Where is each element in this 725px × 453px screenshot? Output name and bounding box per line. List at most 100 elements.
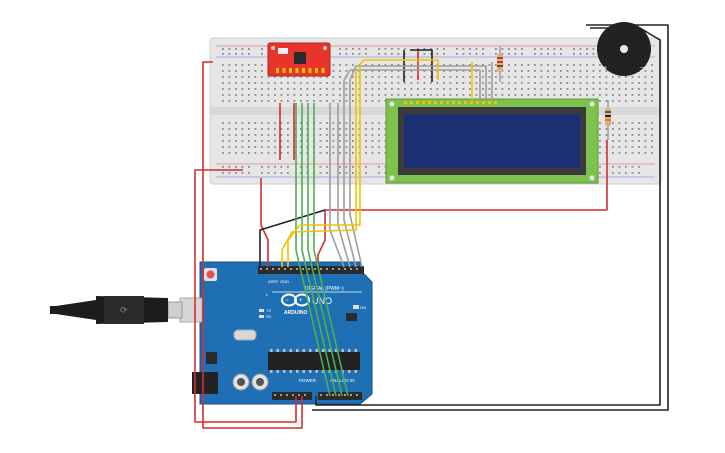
breadboard-hole <box>592 94 595 96</box>
breadboard-hole <box>508 94 510 96</box>
breadboard-hole <box>573 48 575 50</box>
breadboard-hole <box>391 64 393 66</box>
lcd-mount-hole-tl <box>389 101 395 107</box>
lcd-pin <box>494 101 497 104</box>
breadboard-hole <box>618 82 621 84</box>
breadboard-hole <box>514 64 517 66</box>
breadboard-hole <box>300 76 302 78</box>
breadboard-hole <box>384 76 387 78</box>
breadboard-hole <box>371 64 374 66</box>
breadboard-hole <box>410 76 413 78</box>
breadboard-hole <box>287 128 289 130</box>
model-label: UNO <box>312 296 332 306</box>
breadboard-hole <box>293 82 296 84</box>
breadboard-hole <box>352 94 354 96</box>
breadboard-hole <box>241 140 244 142</box>
breadboard-hole <box>644 88 647 90</box>
breadboard-hole <box>235 70 237 72</box>
breadboard-hole <box>228 94 231 96</box>
breadboard-hole <box>274 100 276 102</box>
breadboard-hole <box>436 88 439 90</box>
breadboard-hole <box>618 152 621 154</box>
breadboard-hole <box>345 166 348 168</box>
breadboard-hole <box>261 128 263 130</box>
breadboard-hole <box>228 100 231 102</box>
breadboard-hole <box>651 122 653 124</box>
breadboard-hole <box>391 94 393 96</box>
capacitor-1-top <box>237 378 245 386</box>
breadboard-hole <box>579 53 582 55</box>
breadboard-hole <box>248 166 250 168</box>
brand-label: ARDUINO <box>284 310 307 316</box>
header-pin <box>308 268 310 270</box>
breadboard-hole <box>540 64 543 66</box>
breadboard-hole <box>274 172 276 174</box>
breadboard-hole <box>267 128 270 130</box>
breadboard-hole <box>319 76 322 78</box>
breadboard-hole <box>384 94 387 96</box>
chip-pin <box>302 349 305 352</box>
breadboard-hole <box>345 140 348 142</box>
chip-pin <box>283 349 286 352</box>
breadboard-hole <box>651 64 653 66</box>
digital-header <box>258 266 364 274</box>
breadboard-hole <box>495 88 497 90</box>
breadboard-hole <box>586 70 588 72</box>
breadboard-hole <box>241 146 244 148</box>
breadboard-hole <box>319 146 322 148</box>
breadboard-hole <box>222 88 224 90</box>
wire-gray-5 <box>343 80 357 268</box>
breadboard-hole <box>456 76 458 78</box>
breadboard-hole <box>319 88 322 90</box>
breadboard-hole <box>410 82 413 84</box>
breadboard-hole <box>651 88 653 90</box>
breadboard-hole <box>339 76 341 78</box>
breadboard-hole <box>631 94 634 96</box>
breadboard-hole <box>228 122 231 124</box>
chip-pin <box>283 370 286 373</box>
breadboard-hole <box>651 128 653 130</box>
breadboard-hole <box>248 64 250 66</box>
breadboard-hole <box>254 64 257 66</box>
breadboard-hole <box>332 128 335 130</box>
lcd-pin <box>440 101 443 104</box>
breadboard-hole <box>586 76 588 78</box>
breadboard-hole <box>228 172 231 174</box>
breadboard-hole <box>384 140 387 142</box>
breadboard-hole <box>222 134 224 136</box>
breadboard-hole <box>495 48 497 50</box>
breadboard-hole <box>319 172 322 174</box>
breadboard-hole <box>612 172 614 174</box>
breadboard-hole <box>228 88 231 90</box>
breadboard-hole <box>254 122 257 124</box>
breadboard-hole <box>527 64 530 66</box>
breadboard-hole <box>651 82 653 84</box>
lcd-pin <box>404 101 407 104</box>
breadboard-hole <box>235 88 237 90</box>
breadboard-hole <box>228 166 231 168</box>
breadboard-hole <box>612 146 614 148</box>
breadboard-hole <box>241 82 244 84</box>
sensor-pin <box>295 68 299 73</box>
breadboard-hole <box>469 64 471 66</box>
breadboard-hole <box>469 82 471 84</box>
breadboard-hole <box>235 128 237 130</box>
breadboard-hole <box>631 88 634 90</box>
breadboard-hole <box>332 82 335 84</box>
breadboard-hole <box>547 82 549 84</box>
breadboard-hole <box>326 94 328 96</box>
breadboard-hole <box>384 100 387 102</box>
breadboard-hole <box>339 166 341 168</box>
breadboard-hole <box>241 94 244 96</box>
breadboard-hole <box>365 82 367 84</box>
breadboard-hole <box>625 140 627 142</box>
resistor-top <box>497 46 503 82</box>
breadboard-hole <box>579 48 582 50</box>
breadboard-hole <box>404 48 406 50</box>
breadboard-hole <box>553 64 556 66</box>
breadboard-hole <box>625 152 627 154</box>
breadboard-hole <box>391 48 393 50</box>
breadboard-hole <box>462 70 465 72</box>
chip-pin <box>322 349 325 352</box>
breadboard-hole <box>267 172 270 174</box>
